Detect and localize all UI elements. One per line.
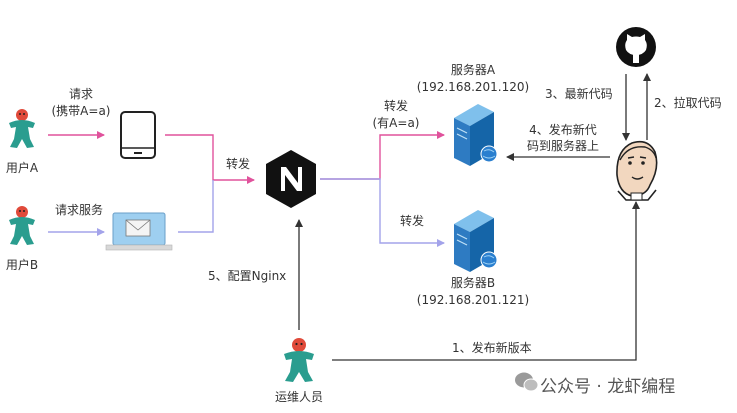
- request-a-note: (携带A=a): [51, 104, 111, 118]
- nginx-logo-icon: [266, 150, 316, 208]
- person-icon: [9, 109, 35, 148]
- laptop-mail-icon: [105, 212, 173, 251]
- step2-label: 2、拉取代码: [654, 96, 722, 110]
- server-b-ip: (192.168.201.121): [416, 293, 530, 307]
- step4-note: 码到服务器上: [526, 139, 599, 153]
- server-a-icon: [454, 104, 498, 166]
- request-a-label: 请求: [68, 87, 93, 101]
- step1-label: 1、发布新版本: [452, 341, 532, 355]
- server-a-title: 服务器A: [450, 63, 496, 77]
- user-a-label: 用户A: [5, 161, 39, 175]
- edge-nginx-to-server-b: [320, 178, 445, 247]
- user-b-label: 用户B: [5, 258, 39, 272]
- forward-b-label: 转发: [400, 214, 425, 228]
- wechat-logo-icon: [515, 372, 539, 392]
- ops-label: 运维人员: [274, 390, 323, 404]
- watermark: 公众号 · 龙虾编程: [540, 377, 676, 397]
- request-b-label: 请求服务: [55, 203, 104, 217]
- edge-nginx-to-server-a: [320, 131, 445, 180]
- person-icon: [9, 206, 35, 245]
- jenkins-logo-icon: [616, 140, 658, 201]
- step4-label: 4、发布新代: [529, 123, 597, 137]
- forward-a-label: 转发: [383, 99, 408, 113]
- server-b-title: 服务器B: [450, 276, 496, 290]
- forward-a-note: (有A=a): [372, 116, 420, 130]
- step5-label: 5、配置Nginx: [208, 269, 287, 283]
- edge-tablet-to-nginx: [165, 134, 255, 184]
- server-a-ip: (192.168.201.120): [416, 80, 530, 94]
- forward-in-label: 转发: [226, 157, 251, 171]
- step3-label: 3、最新代码: [545, 87, 613, 101]
- edge-laptop-to-nginx: [178, 180, 214, 233]
- edge-ops-to-jenkins: [332, 201, 640, 361]
- person-icon: [284, 338, 314, 382]
- github-logo-icon: [616, 27, 656, 67]
- tablet-icon: [120, 111, 156, 159]
- server-b-icon: [454, 210, 498, 272]
